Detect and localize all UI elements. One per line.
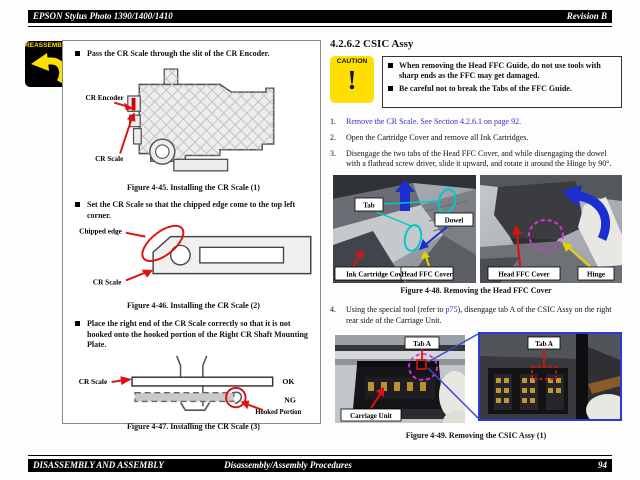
caution-item-1: When removing the Head FFC Guide, do not… [388,61,616,82]
figure-4-45: CR Encoder CR Scale Figure 4-45. Install… [73,61,314,192]
step-1: 1. Remove the CR Scale. See Section 4.2.… [330,117,622,128]
step-number: 4. [330,305,336,315]
header-bar: EPSON Stylus Photo 1390/1400/1410 Revisi… [28,10,612,23]
bullet-square-icon [75,51,80,56]
right-column: 4.2.6.2 CSIC Assy CAUTION ! When removin… [330,38,622,440]
header-rule [28,26,612,27]
label-ng: NG [284,396,296,405]
reassembly-arrow-icon [30,53,66,84]
section-heading: 4.2.6.2 CSIC Assy [330,38,414,50]
step-2: 2. Open the Cartridge Cover and remove a… [330,133,622,144]
procedure-steps: 1. Remove the CR Scale. See Section 4.2.… [330,117,622,170]
revision-label: Revision B [566,11,607,21]
figure-4-49-photo-inset: Tab A [478,331,622,421]
label-head-ffc-cover: Head FFC Cover [401,271,452,279]
bullet-item-2: Set the CR Scale so that the chipped edg… [75,200,312,221]
exclamation-mark-icon: ! [347,65,357,95]
bullet-square-icon [388,85,393,91]
footer-section: DISASSEMBLY AND ASSEMBLY [33,460,164,470]
figure-4-49: Tab A Carriage Unit [330,331,622,425]
document-title: EPSON Stylus Photo 1390/1400/1410 [33,11,173,21]
figure-4-48: Tab Dowel Ink Cartridge Cover Head FFC C… [330,175,622,284]
label-tab-a: Tab A [413,340,431,348]
bullet-text: Set the CR Scale so that the chipped edg… [87,200,296,220]
figure-4-49-photo-left: Tab A Carriage Unit [335,334,465,423]
caution-item-2: Be careful not to break the Tabs of the … [388,84,616,94]
footer-rule [28,455,612,456]
step-text: Using the special tool (refer to p75), d… [346,305,612,325]
figure-4-45-caption: Figure 4-45. Installing the CR Scale (1) [127,183,260,193]
label-tab-a: Tab A [535,340,553,348]
bullet-square-icon [75,321,80,327]
figure-4-48-caption: Figure 4-48. Removing the Head FFC Cover [400,286,552,296]
figure-4-46-drawing: Chipped edge CR Scale [79,225,311,286]
step-number: 1. [330,117,336,126]
figure-4-49-caption: Figure 4-49. Removing the CSIC Assy (1) [405,430,547,440]
label-cr-scale: CR Scale [79,378,108,386]
label-cr-scale: CR Scale [95,156,123,164]
step-4-link[interactable]: p75 [445,305,458,315]
figure-4-46: Chipped edge CR Scale Figure 4-46. Insta… [73,223,314,310]
footer-bar: DISASSEMBLY AND ASSEMBLY Disassembly/Ass… [28,459,612,472]
label-dowel: Dowel [445,217,464,225]
figure-4-47: CR Scale OK NG Hooked Portion Figure 4-4… [73,352,314,431]
bullet-item-3: Place the right end of the CR Scale corr… [75,319,312,350]
caution-block: CAUTION ! When removing the Head FFC Gui… [330,56,622,108]
step-3: 3. Disengage the two tabs of the Head FF… [330,149,622,171]
bullet-square-icon [75,202,80,208]
label-cr-scale: CR Scale [92,278,121,286]
label-ok: OK [282,377,294,386]
bullet-square-icon [388,63,393,68]
figure-4-48-photo-left: Tab Dowel Ink Cartridge Cover Head FFC C… [333,175,476,284]
caution-icon: CAUTION ! [330,56,374,103]
label-ink-cartridge-cover: Ink Cartridge Cover [346,271,408,279]
label-head-ffc-cover: Head FFC Cover [498,271,549,279]
label-hooked-portion: Hooked Portion [255,409,301,416]
footer-chapter: Disassembly/Assembly Procedures [224,460,352,470]
figure-4-48-photo-right: Head FFC Cover Hinge [480,175,622,284]
step-number: 2. [330,132,336,142]
left-instruction-panel: Pass the CR Scale through the slit of th… [62,40,321,431]
figure-4-47-drawing: CR Scale OK NG Hooked Portion [79,355,301,416]
page-number: 94 [598,460,607,470]
reassembly-label: REASSEMBLY [25,42,70,49]
label-hinge: Hinge [587,271,605,279]
step-number: 3. [330,148,336,158]
step-text: Open the Cartridge Cover and remove all … [346,132,529,142]
step-text: Disengage the two tabs of the Head FFC C… [346,148,612,169]
figure-4-47-caption: Figure 4-47. Installing the CR Scale (3) [127,422,260,432]
reassembly-badge: REASSEMBLY [25,41,70,87]
caution-box: When removing the Head FFC Guide, do not… [382,56,622,108]
figure-4-45-drawing: CR Encoder CR Scale [85,68,274,172]
label-cr-encoder: CR Encoder [85,94,124,102]
step-1-link[interactable]: Remove the CR Scale. See Section 4.2.6.1… [346,117,522,126]
bullet-text: Place the right end of the CR Scale corr… [87,319,308,349]
caution-icon-label: CAUTION [336,58,368,65]
label-carriage-unit: Carriage Unit [350,412,392,420]
figure-4-46-caption: Figure 4-46. Installing the CR Scale (2) [127,301,260,311]
caution-text: When removing the Head FFC Guide, do not… [399,61,601,81]
step-4: 4. Using the special tool (refer to p75)… [330,305,622,327]
label-chipped-edge: Chipped edge [79,228,122,236]
bullet-item-1: Pass the CR Scale through the slit of th… [75,49,312,59]
caution-text: Be careful not to break the Tabs of the … [399,83,572,93]
bullet-text: Pass the CR Scale through the slit of th… [87,49,270,58]
label-tab: Tab [363,202,375,210]
